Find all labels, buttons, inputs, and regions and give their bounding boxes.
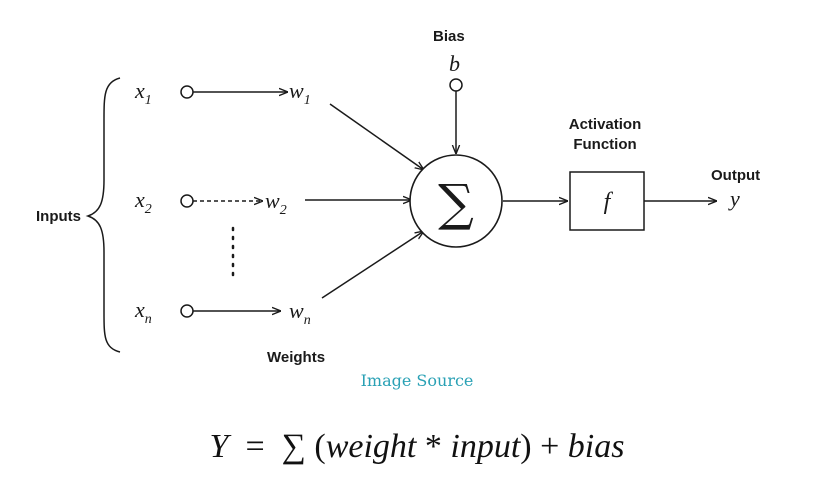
inputs-brace xyxy=(85,77,121,353)
input-label-xn: xn xyxy=(134,297,152,327)
output-symbol: y xyxy=(728,186,740,211)
input-label-x2: x2 xyxy=(134,187,152,217)
edge-wn-to-sum xyxy=(321,231,424,299)
neuron-diagram: Inputs x1 w1 x2 w2 xn wn Bias b ∑ Activa… xyxy=(36,28,760,366)
output-title: Output xyxy=(711,167,760,184)
edge-w1-to-sum xyxy=(329,103,424,170)
activation-symbol: f xyxy=(604,189,614,215)
formula-sigma: ∑ xyxy=(281,428,306,465)
neuron-formula: Y = ∑ (weight * input) + bias xyxy=(0,428,834,466)
formula-times: * xyxy=(424,428,442,465)
formula-bias: bias xyxy=(567,428,625,465)
formula-equals: = xyxy=(245,428,265,465)
input-label-x1: x1 xyxy=(134,78,152,108)
input-node-xn xyxy=(180,304,194,318)
formula-lhs: Y xyxy=(209,428,229,465)
summation-symbol: ∑ xyxy=(438,174,474,232)
bias-node xyxy=(449,78,463,92)
formula-open-paren: ( xyxy=(314,428,326,465)
activation-label-line2: Function xyxy=(573,136,636,153)
formula-plus: + xyxy=(540,428,560,465)
weights-label: Weights xyxy=(267,349,325,366)
summation-node xyxy=(409,154,503,248)
inputs-label: Inputs xyxy=(36,208,81,225)
input-node-x1 xyxy=(180,85,194,99)
bias-symbol: b xyxy=(449,51,460,76)
activation-box xyxy=(569,171,645,231)
formula-weight: weight xyxy=(325,428,417,465)
formula-input: input xyxy=(450,428,521,465)
weight-label-w1: w1 xyxy=(289,78,311,108)
image-source-link[interactable]: Image Source xyxy=(360,371,474,390)
weight-label-wn: wn xyxy=(289,298,311,328)
activation-label-line1: Activation xyxy=(569,116,642,133)
bias-title: Bias xyxy=(433,28,465,45)
formula-close-paren: ) xyxy=(520,428,532,465)
weight-label-w2: w2 xyxy=(265,188,287,218)
input-node-x2 xyxy=(180,194,194,208)
